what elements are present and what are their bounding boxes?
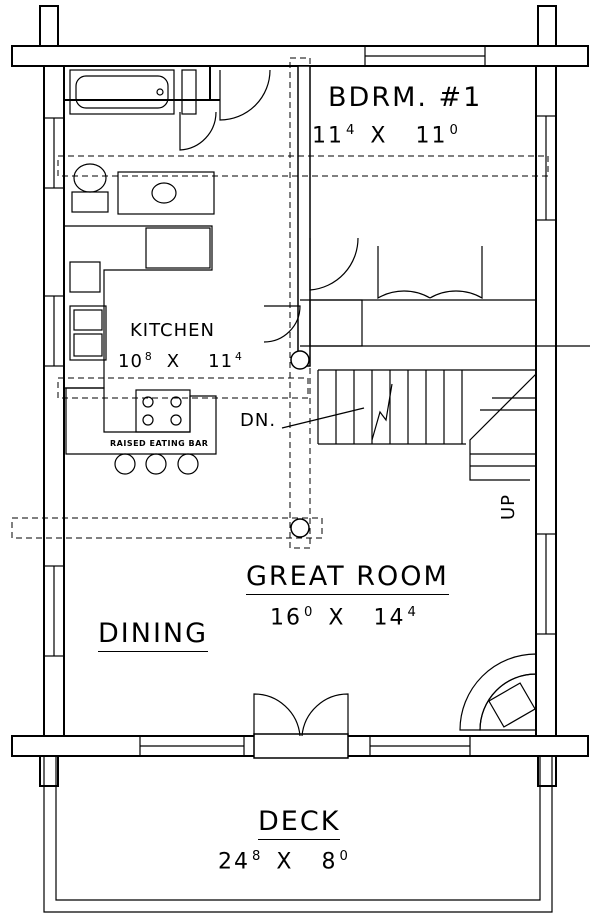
great-room-label: GREAT ROOM	[246, 561, 449, 595]
fireplace	[459, 653, 537, 731]
stairs	[281, 350, 537, 538]
stairs-down-label: DN.	[240, 410, 277, 431]
beams	[11, 57, 549, 549]
deck-label: DECK	[258, 806, 341, 840]
bedroom-label: BDRM. #1	[328, 82, 483, 113]
bedroom-doors	[263, 237, 483, 343]
dining-label: DINING	[98, 618, 209, 652]
kitchen-fixtures	[63, 225, 217, 475]
windows	[43, 45, 557, 757]
bathroom-fixtures	[69, 69, 271, 215]
eating-bar-label: RAISED EATING BAR	[110, 439, 209, 448]
french-doors	[253, 693, 349, 759]
stairs-up-label: UP	[498, 493, 519, 520]
kitchen-label: KITCHEN	[130, 320, 215, 341]
deck	[43, 756, 553, 913]
